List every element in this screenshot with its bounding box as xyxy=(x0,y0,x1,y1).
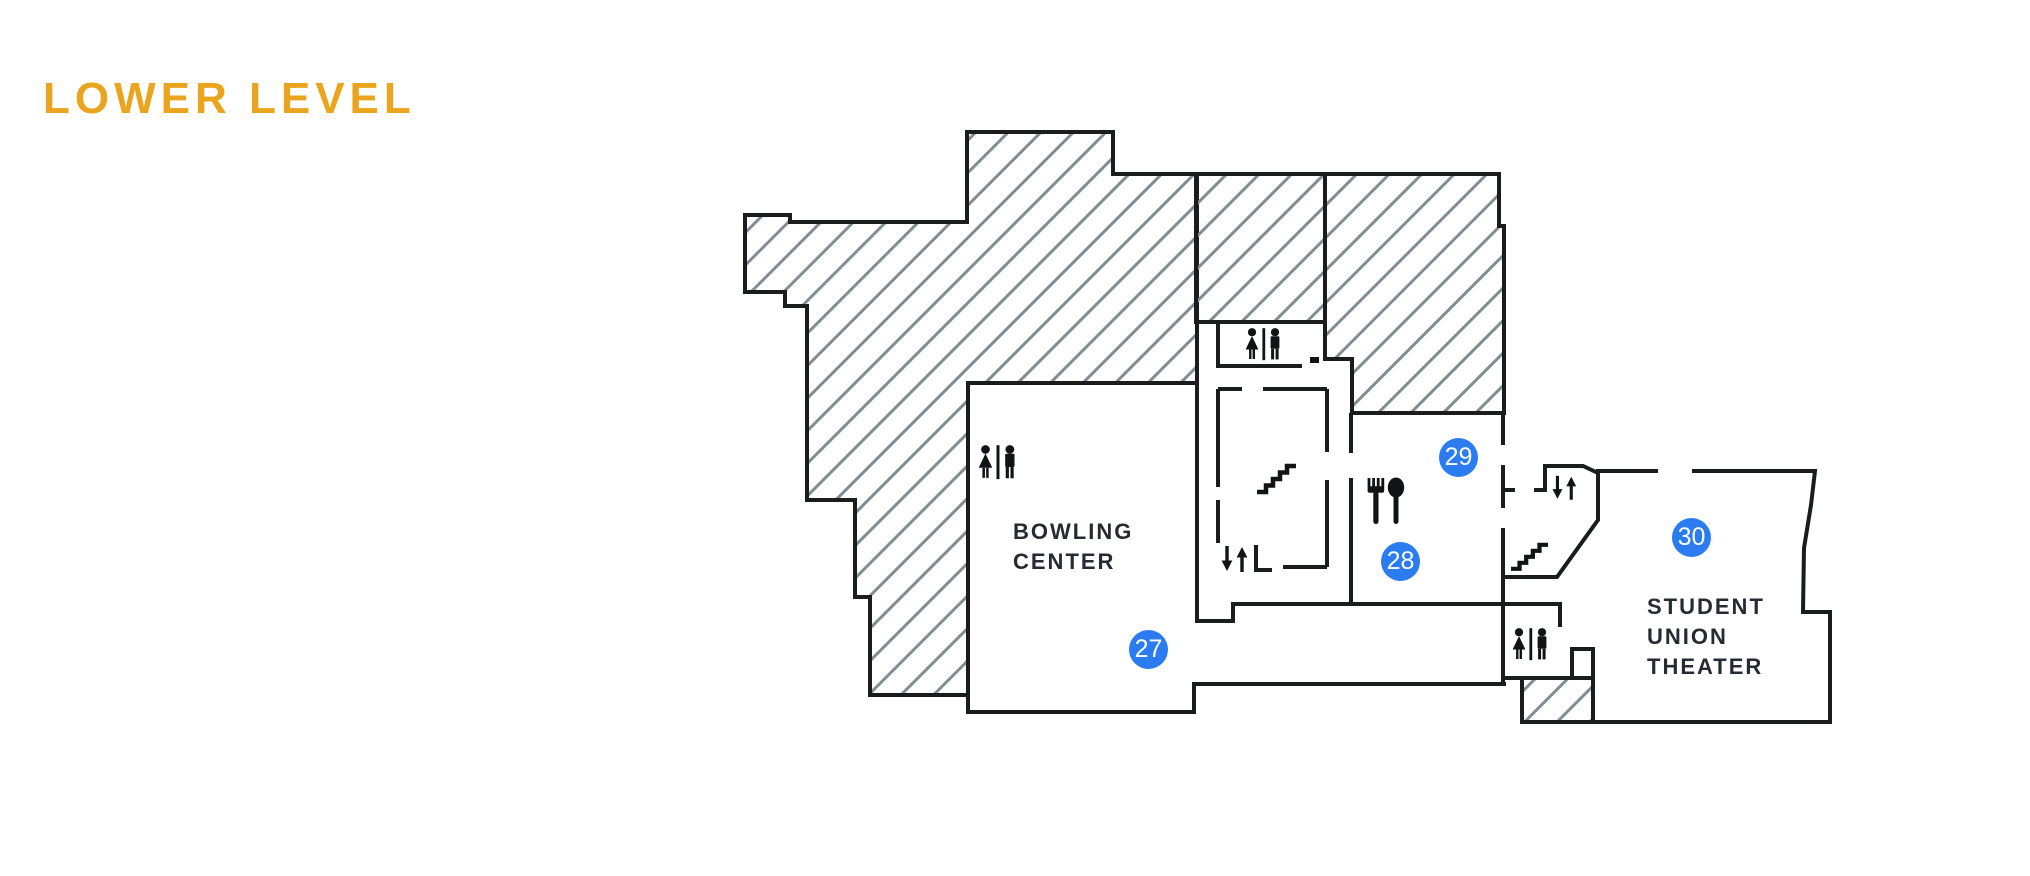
area-badge-30: 30 xyxy=(1672,518,1711,557)
room-label-line: BOWLING xyxy=(1013,519,1134,544)
corridor-north-wall xyxy=(1195,602,1562,627)
stair-lobby-walls xyxy=(1501,464,1600,579)
hatched-room-upper-middle xyxy=(1194,172,1327,324)
area-badge-27: 27 xyxy=(1129,630,1168,669)
area-badge-28: 28 xyxy=(1381,542,1420,581)
badge-label: 27 xyxy=(1134,635,1163,663)
stairs-icon xyxy=(1511,545,1548,569)
room-label-line: CENTER xyxy=(1013,549,1116,574)
page-title: LOWER LEVEL xyxy=(43,74,416,123)
area-badge-29: 29 xyxy=(1439,438,1478,477)
hatched-room-upper-right xyxy=(1323,172,1506,415)
up-down-arrows-icon xyxy=(1219,544,1250,574)
lower-restroom-alcove-wall xyxy=(1502,647,1595,724)
restroom-icon xyxy=(1512,628,1547,661)
room-label-line: STUDENT xyxy=(1647,594,1765,619)
bowling-center-label: BOWLING CENTER xyxy=(1013,517,1133,577)
east-wall-with-doors xyxy=(1501,413,1515,686)
hatched-block-lower xyxy=(1520,676,1595,724)
upper-restroom-wall xyxy=(1216,322,1302,368)
door-marker xyxy=(1310,357,1319,363)
up-down-arrows-icon xyxy=(1550,474,1578,502)
restroom-icon xyxy=(1245,328,1280,361)
theater-walls xyxy=(1596,469,1832,724)
stairs-icon xyxy=(1257,466,1296,492)
fork-and-spoon-icon xyxy=(1366,476,1406,526)
badge-label: 29 xyxy=(1444,443,1473,471)
central-shaft-walls xyxy=(1216,387,1329,572)
bowling-center-room xyxy=(966,381,1199,714)
room-label-line: UNION xyxy=(1647,624,1728,649)
badge-label: 28 xyxy=(1386,547,1415,575)
room-label-line: THEATER xyxy=(1647,654,1764,679)
student-union-theater-label: STUDENT UNION THEATER xyxy=(1647,592,1765,682)
badge-label: 30 xyxy=(1677,523,1706,551)
